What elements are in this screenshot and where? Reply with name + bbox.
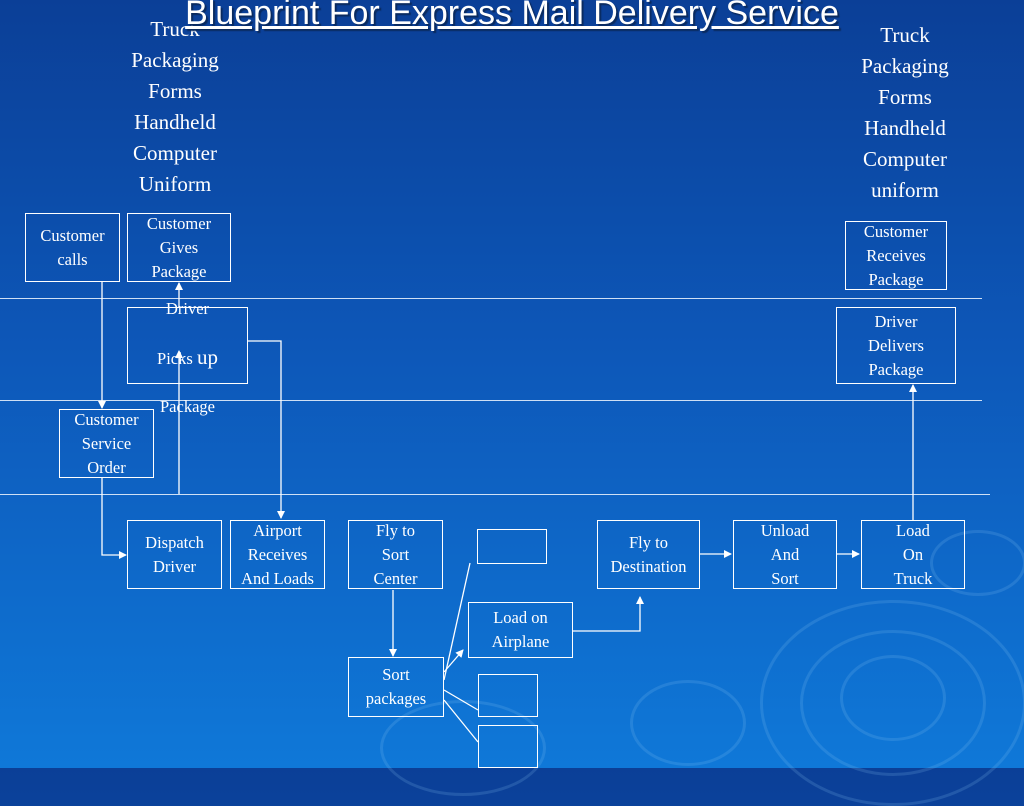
- unload-and-sort-box: Unload And Sort: [733, 520, 837, 589]
- driver-delivers-package-box: Driver Delivers Package: [836, 307, 956, 384]
- prop-item: Uniform: [138, 172, 212, 196]
- prop-item: Computer: [133, 141, 217, 165]
- load-on-truck-box: Load On Truck: [861, 520, 965, 589]
- slide-title: Blueprint For Express Mail Delivery Serv…: [185, 0, 839, 32]
- line-of-interaction: [0, 298, 982, 299]
- empty-box: [477, 529, 547, 564]
- empty-box: [478, 725, 538, 768]
- box-line: Package: [160, 396, 215, 416]
- fly-to-destination-box: Fly to Destination: [597, 520, 700, 589]
- prop-item: Packaging: [131, 48, 219, 72]
- ripple-decoration: [840, 655, 946, 741]
- props-list-right: Truck Packaging Forms Handheld Computer …: [830, 20, 980, 206]
- prop-item: Packaging: [861, 54, 949, 78]
- empty-box: [478, 674, 538, 717]
- box-line: Picks: [157, 348, 197, 368]
- prop-item: Forms: [878, 85, 932, 109]
- customer-calls-box: Customer calls: [25, 213, 120, 282]
- ripple-decoration: [630, 680, 746, 766]
- prop-item: Handheld: [134, 110, 216, 134]
- dispatch-driver-box: Dispatch Driver: [127, 520, 222, 589]
- load-on-airplane-box: Load on Airplane: [468, 602, 573, 658]
- props-list-left: Truck Packaging Forms Handheld Computer …: [100, 14, 250, 200]
- box-line: Driver: [165, 298, 210, 318]
- prop-item: Computer: [863, 147, 947, 171]
- customer-gives-package-box: Customer Gives Package: [127, 213, 231, 282]
- flow-connectors: [98, 282, 917, 658]
- prop-item: Truck: [150, 17, 200, 41]
- customer-receives-package-box: Customer Receives Package: [845, 221, 947, 290]
- airport-receives-and-loads-box: Airport Receives And Loads: [230, 520, 325, 589]
- prop-item: uniform: [871, 178, 939, 202]
- box-line-large: up: [196, 344, 218, 369]
- sort-packages-box: Sort packages: [348, 657, 444, 717]
- line-of-visibility: [0, 400, 982, 401]
- line-of-internal-interaction: [0, 494, 990, 495]
- prop-item: Handheld: [864, 116, 946, 140]
- prop-item: Forms: [148, 79, 202, 103]
- fly-to-sort-center-box: Fly to Sort Center: [348, 520, 443, 589]
- driver-picks-up-package-box: Driver Picks up Package: [127, 299, 248, 416]
- customer-service-order-box: Customer Service Order: [59, 409, 154, 478]
- prop-item: Truck: [880, 23, 930, 47]
